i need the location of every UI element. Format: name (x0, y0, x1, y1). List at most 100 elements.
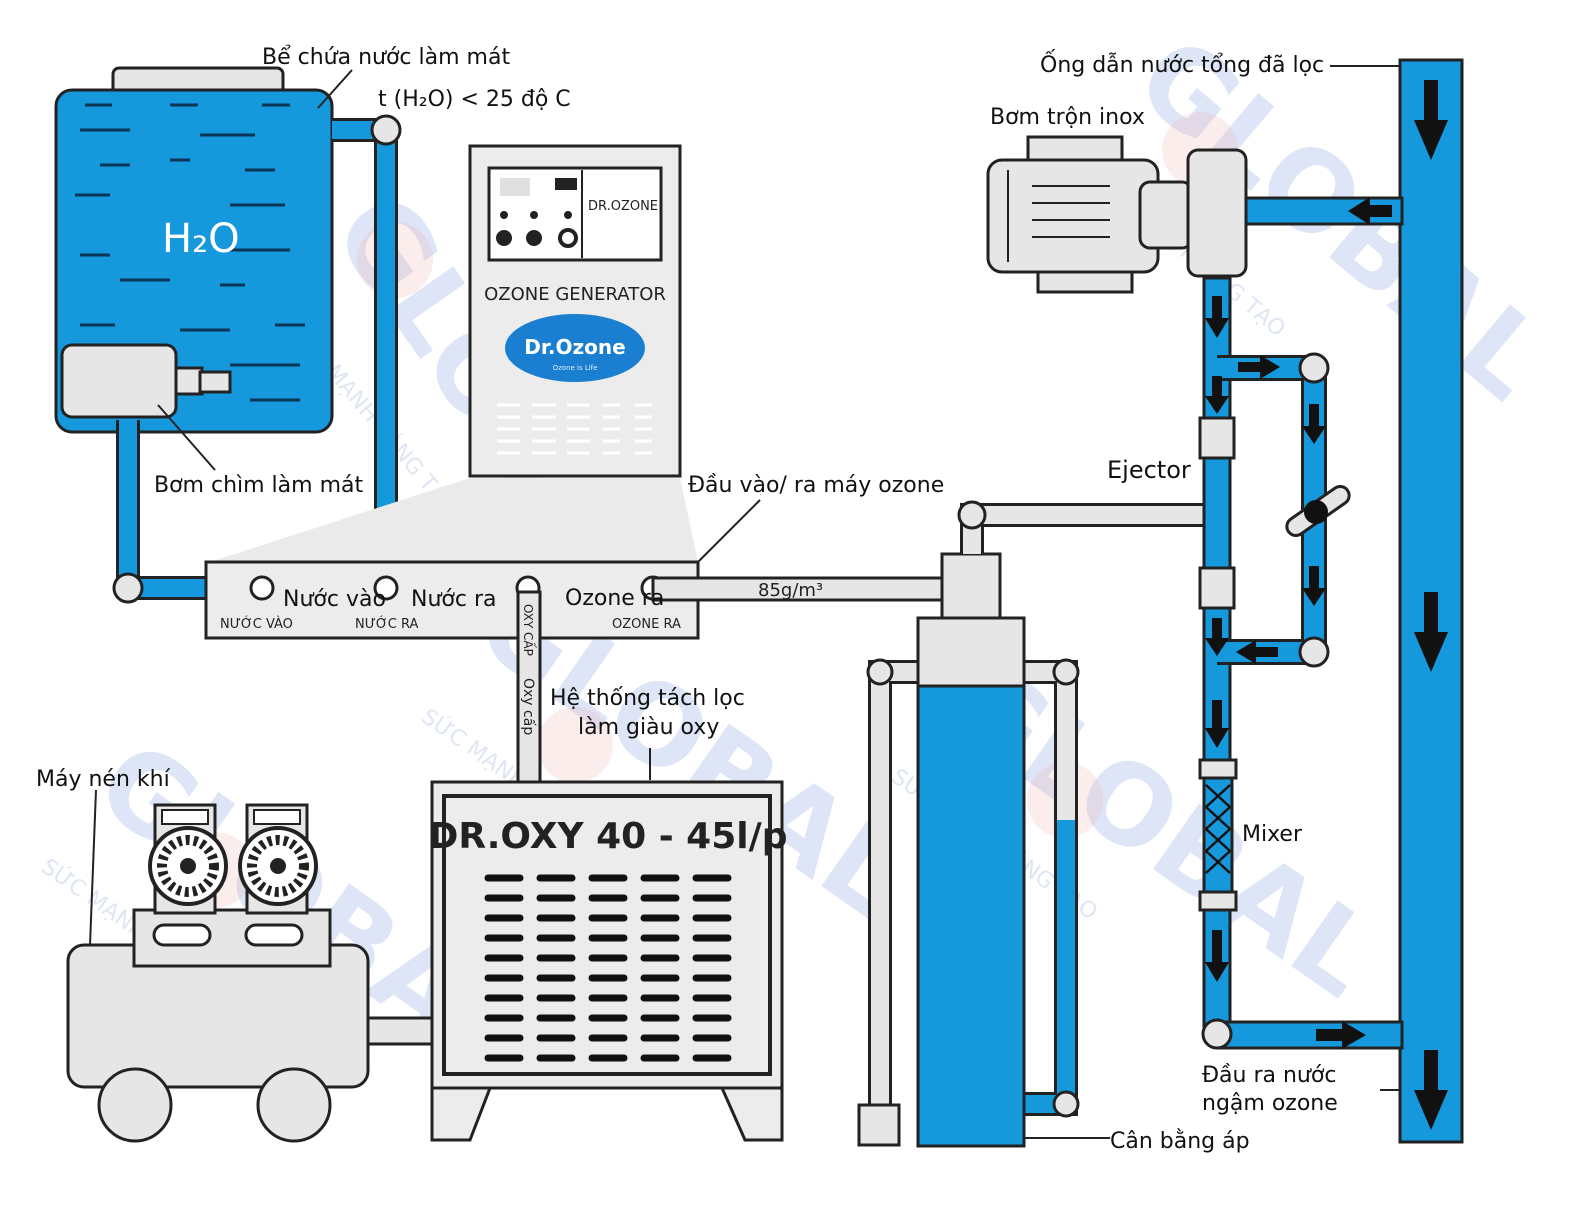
control-knob (496, 230, 512, 246)
label-main-pipe: Ống dẫn nước tổng đã lọc (1040, 49, 1324, 78)
panel-body (204, 560, 700, 640)
concentrator-vents (484, 874, 732, 1062)
label-pressure-balance: Cân bằng áp (1110, 1129, 1250, 1154)
compressor-wheel (256, 1067, 332, 1143)
water-out-port (373, 575, 399, 601)
arrow-down (1414, 592, 1448, 672)
submersible-pump (60, 343, 232, 471)
indicator-dot (564, 211, 572, 219)
pump-leader-line (157, 404, 216, 471)
label-mixing-pump: Bơm trộn inox (990, 105, 1145, 130)
label-ozone-io: Đầu vào/ ra máy ozone (688, 473, 944, 498)
label-oxygen-system-line1: Hệ thống tách lọc (550, 686, 745, 711)
compressor-leader (89, 789, 97, 946)
bypass-valve (1285, 485, 1351, 537)
arrow-down (1205, 618, 1229, 656)
pump-motor (986, 158, 1160, 274)
generator-title: OZONE GENERATOR (484, 284, 666, 305)
mixing-pump (986, 135, 1248, 294)
generator-brand-small: DR.OZONE (588, 199, 658, 214)
motor-fins (1032, 185, 1110, 238)
arrow-down (1205, 296, 1229, 338)
fan-blades (157, 835, 219, 897)
display-right (555, 178, 577, 190)
compressor-link-pipe (364, 1016, 434, 1046)
arrow-down (1414, 80, 1448, 160)
panel-ozone-out: OZONE RA (612, 617, 681, 632)
water-ripples (75, 103, 305, 402)
arrow-down (1205, 700, 1229, 748)
label-water-in: Nước vào (283, 587, 386, 612)
ejector-fitting (1198, 566, 1236, 610)
ozone-generator: DR.OZONE OZONE GENERATOR Dr.Ozone Ozone … (210, 144, 698, 562)
concentrator-leg-left (430, 1086, 493, 1142)
label-outlet-line2: ngậm ozone (1202, 1091, 1338, 1116)
arrow-down (1205, 930, 1229, 982)
compressor-slot (152, 923, 212, 947)
indicator-dot (530, 211, 538, 219)
pump-outlet (198, 370, 232, 394)
label-mixer: Mixer (1242, 822, 1303, 847)
pump-head (1186, 148, 1248, 278)
reactor-column (857, 500, 1204, 1148)
label-cooling-tank: Bể chứa nước làm mát (262, 45, 510, 70)
column-top (916, 616, 1026, 688)
compressor-wheel (97, 1067, 173, 1143)
oxy-device-title: DR.OXY 40 - 45l/p (428, 816, 787, 857)
ozone-io-leader (697, 499, 761, 563)
drozone-logo (505, 314, 645, 382)
column-body (916, 684, 1026, 1148)
label-ozone-out: Ozone ra (565, 586, 664, 611)
pump-nozzle (174, 366, 204, 396)
labels: Bể chứa nước làm mát t (H₂O) < 25 độ C B… (36, 45, 1338, 1154)
indicator-dot (500, 211, 508, 219)
generator-vents (497, 403, 652, 455)
arrow-right (1238, 355, 1280, 379)
arrow-down (1302, 566, 1326, 606)
watermark-mark-circle (537, 707, 613, 783)
ejector-fitting (1198, 416, 1236, 460)
oxy-feed-caps: OXY CẤP (521, 604, 537, 656)
water-in-port (249, 575, 275, 601)
label-ejector: Ejector (1107, 456, 1191, 484)
control-knob (526, 230, 542, 246)
label-water-out: Nước ra (411, 587, 496, 612)
arrow-left (1236, 640, 1278, 664)
drain-valve (857, 1103, 901, 1147)
h2o-label: H₂O (162, 216, 240, 262)
fan-blades (247, 835, 309, 897)
control-knob (558, 228, 578, 248)
concentration-label: 85g/m³ (758, 580, 823, 601)
cylinder-grille (253, 809, 301, 825)
label-temperature: t (H₂O) < 25 độ C (378, 87, 571, 112)
label-oxygen-system-line2: làm giàu oxy (578, 715, 719, 740)
panel-water-out: NƯỚC RA (355, 616, 418, 632)
arrow-left (1348, 197, 1392, 225)
panel-water-in: NƯỚC VÀO (220, 616, 293, 632)
label-compressor: Máy nén khí (36, 767, 171, 792)
arrow-down (1302, 404, 1326, 444)
drozone-logo-text: Dr.Ozone (524, 335, 625, 359)
column-head (940, 552, 1002, 620)
cooling-tank-leader (317, 69, 353, 109)
oxy-feed-label: Oxy cấp (520, 678, 536, 735)
static-mixer (1198, 758, 1238, 912)
drozone-slogan: Ozone is Life (553, 364, 598, 372)
ozone-out-pipe: 85g/m³ (651, 499, 945, 602)
label-submersible-pump: Bơm chìm làm mát (154, 473, 363, 498)
oxy-feed-pipe: OXY CẤP Oxy cấp (516, 590, 542, 784)
label-outlet-line1: Đầu ra nước (1202, 1063, 1336, 1088)
arrow-down (1205, 376, 1229, 414)
oxygen-concentrator: DR.OXY 40 - 45l/p (428, 748, 788, 1142)
cylinder-grille (161, 809, 209, 825)
concentrator-leg-right (719, 1086, 784, 1142)
display-left (500, 178, 530, 196)
pump-coupling (1138, 180, 1194, 250)
flow-arrows (1205, 80, 1448, 1130)
arrow-right (1316, 1021, 1366, 1049)
air-compressor (66, 789, 434, 1143)
compressor-slot (244, 923, 304, 947)
arrow-down (1414, 1050, 1448, 1130)
generator-shadow (210, 478, 698, 562)
